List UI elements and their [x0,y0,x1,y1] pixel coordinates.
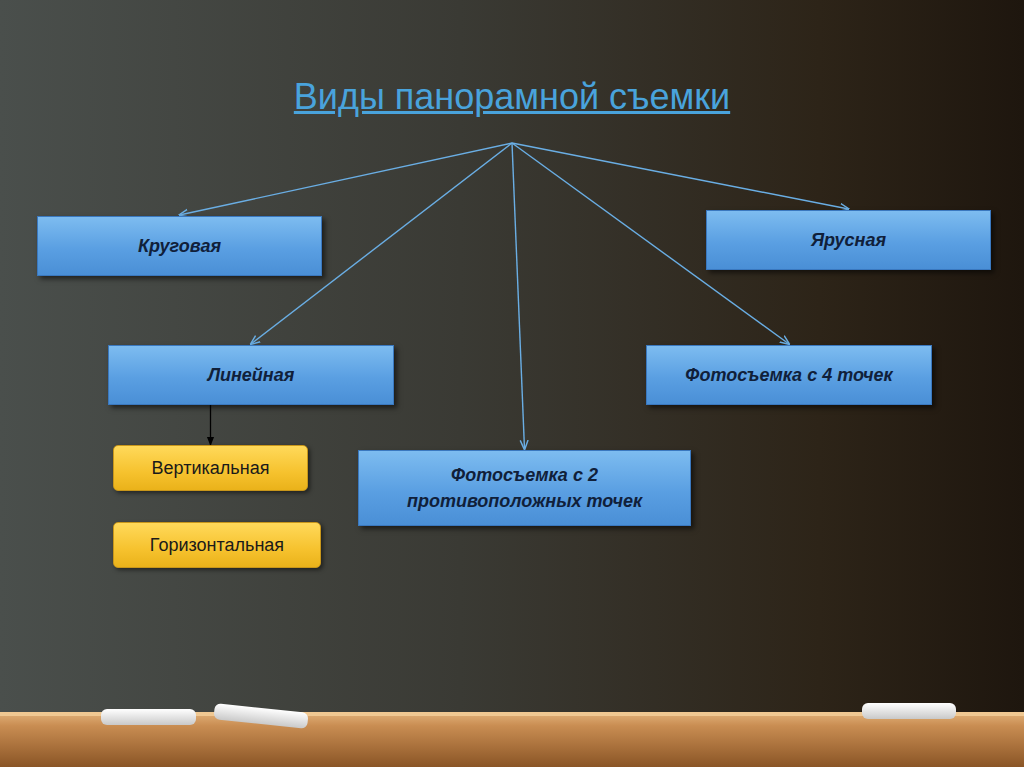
category-box: Фотосъемка с 4 точек [646,345,932,405]
subtype-box: Вертикальная [113,445,308,491]
category-box: Ярусная [706,210,991,270]
title-arrow [512,143,525,449]
title-arrow [512,143,849,209]
box-label: Горизонтальная [150,535,284,556]
title-arrow [180,143,513,215]
chalk-piece [862,703,956,719]
box-label: Ярусная [811,227,886,253]
chalk-piece [213,703,308,729]
box-label: Фотосъемка с 2 противоположных точек [369,462,680,514]
chalk-piece [101,709,196,725]
subtype-box: Горизонтальная [113,522,321,568]
category-box: Фотосъемка с 2 противоположных точек [358,450,691,526]
box-label: Фотосъемка с 4 точек [685,362,892,388]
diagram-title: Виды панорамной съемки [0,76,1024,118]
box-label: Линейная [208,362,295,388]
box-label: Круговая [138,233,221,259]
box-label: Вертикальная [152,458,270,479]
connector-arrow [210,405,211,445]
category-box: Линейная [108,345,394,405]
category-box: Круговая [37,216,322,276]
